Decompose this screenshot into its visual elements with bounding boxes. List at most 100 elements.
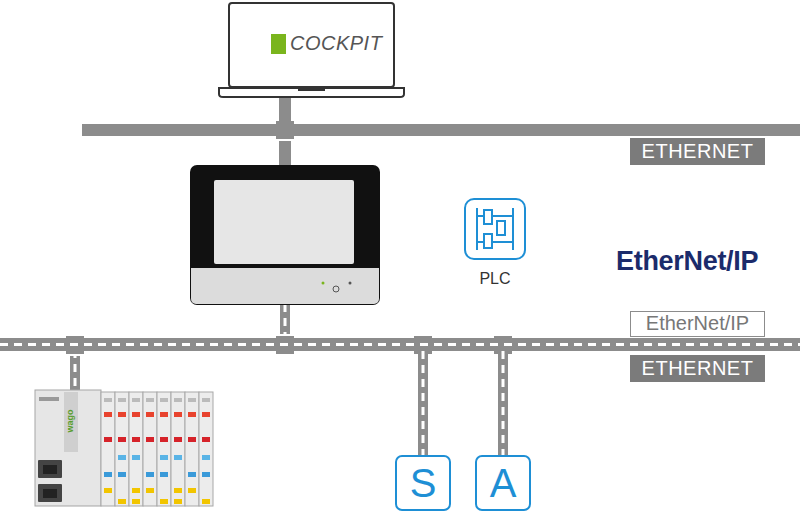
rj45-port bbox=[38, 484, 62, 502]
module-terminal bbox=[202, 412, 210, 417]
connector-dash bbox=[422, 351, 425, 455]
rj45-socket bbox=[43, 465, 57, 474]
vendor-logo: wago bbox=[65, 409, 75, 432]
module-terminal bbox=[188, 437, 196, 442]
laptop: COCKPIT bbox=[218, 2, 405, 98]
io-module bbox=[171, 392, 185, 506]
node-text: PLC bbox=[455, 270, 535, 288]
cockpit-logo-mark bbox=[271, 34, 286, 54]
laptop-base bbox=[219, 88, 404, 97]
module-terminal bbox=[160, 455, 168, 460]
controller-housing bbox=[35, 390, 101, 506]
hmi-panel-frame bbox=[190, 165, 380, 305]
hmi-led bbox=[349, 282, 352, 285]
plc-coil bbox=[497, 221, 505, 235]
hmi-sensor bbox=[333, 286, 339, 292]
connector-line bbox=[279, 98, 291, 124]
laptop-notch bbox=[298, 88, 325, 91]
node-text: EtherNet/IP bbox=[630, 311, 765, 337]
module-terminal bbox=[146, 437, 154, 442]
plc-frame bbox=[465, 199, 525, 259]
connector-dash bbox=[502, 351, 505, 455]
hmi-screen bbox=[214, 180, 354, 264]
module-led bbox=[132, 398, 140, 402]
laptop-screen bbox=[229, 3, 394, 87]
module-terminal bbox=[118, 437, 126, 442]
module-terminal bbox=[104, 472, 112, 477]
module-terminal bbox=[146, 488, 154, 493]
module-terminal bbox=[132, 455, 140, 460]
node-text: ETHERNET bbox=[630, 138, 765, 165]
drop-dash bbox=[74, 350, 77, 391]
module-terminal bbox=[188, 472, 196, 477]
module-terminal bbox=[118, 455, 126, 460]
module-led bbox=[160, 398, 168, 402]
module-led bbox=[118, 398, 126, 402]
ethernetip-drop bbox=[70, 350, 80, 391]
sensor-box: S bbox=[395, 455, 451, 511]
io-module bbox=[115, 392, 129, 506]
drop-dash bbox=[284, 304, 287, 339]
rj45-port bbox=[38, 460, 62, 478]
module-terminal bbox=[174, 412, 182, 417]
module-terminal bbox=[174, 437, 182, 442]
io-module bbox=[185, 392, 199, 506]
io-module bbox=[143, 392, 157, 506]
module-led bbox=[188, 398, 196, 402]
module-terminal bbox=[202, 499, 210, 504]
node-text: ETHERNET bbox=[630, 355, 765, 382]
io-module bbox=[101, 392, 115, 506]
node-text: S bbox=[410, 461, 437, 505]
ethernet-bus: ETHERNET bbox=[82, 124, 800, 136]
plc-contact bbox=[484, 210, 492, 224]
module-terminal bbox=[160, 437, 168, 442]
module-terminal bbox=[174, 499, 182, 504]
plc-contact bbox=[484, 234, 492, 248]
module-terminal bbox=[132, 488, 140, 493]
module-terminal bbox=[160, 472, 168, 477]
module-led bbox=[174, 398, 182, 402]
module-terminal bbox=[202, 472, 210, 477]
module-led bbox=[202, 398, 210, 402]
module-terminal bbox=[132, 437, 140, 442]
module-terminal bbox=[146, 472, 154, 477]
bus-dash bbox=[0, 343, 800, 346]
actuator-box: A bbox=[475, 455, 531, 511]
io-module bbox=[157, 392, 171, 506]
module-led bbox=[146, 398, 154, 402]
module-terminal bbox=[132, 412, 140, 417]
module-terminal bbox=[104, 412, 112, 417]
hmi-led bbox=[322, 282, 325, 285]
connector-line bbox=[498, 351, 508, 455]
network-drop bbox=[503, 351, 504, 455]
module-terminal bbox=[118, 472, 126, 477]
module-terminal bbox=[202, 437, 210, 442]
network-drop bbox=[285, 98, 286, 124]
module-terminal bbox=[118, 412, 126, 417]
dash-outline bbox=[0, 338, 800, 351]
controller-slot bbox=[39, 397, 59, 401]
module-terminal bbox=[160, 412, 168, 417]
module-terminal bbox=[160, 499, 168, 504]
io-module bbox=[199, 392, 213, 506]
io-module bbox=[129, 392, 143, 506]
module-led bbox=[104, 398, 112, 402]
node-text: COCKPIT bbox=[290, 32, 382, 55]
module-terminal bbox=[174, 455, 182, 460]
module-terminal bbox=[202, 455, 210, 460]
rj45-socket bbox=[43, 489, 57, 498]
node-text: A bbox=[490, 461, 517, 505]
module-terminal bbox=[132, 499, 140, 504]
ethernetip-drop bbox=[280, 304, 290, 339]
module-terminal bbox=[188, 488, 196, 493]
io-modules bbox=[101, 392, 213, 506]
plc-icon: PLC bbox=[455, 198, 535, 294]
module-terminal bbox=[104, 488, 112, 493]
ethernetip-logo: EtherNet/IP bbox=[616, 246, 758, 277]
module-terminal bbox=[118, 499, 126, 504]
connector-line bbox=[418, 351, 428, 455]
module-terminal bbox=[174, 488, 182, 493]
network-drop bbox=[423, 351, 424, 455]
